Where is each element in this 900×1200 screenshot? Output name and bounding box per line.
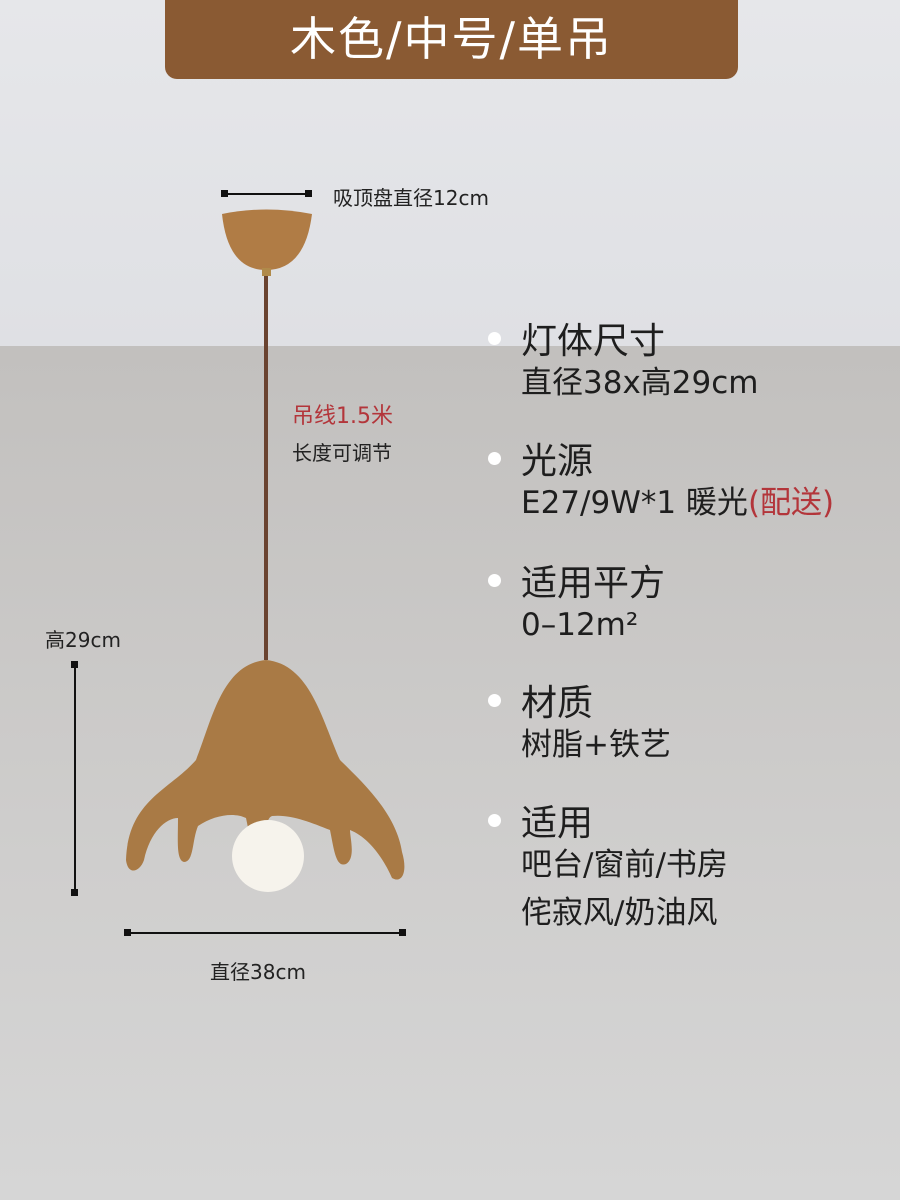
spec-value-highlight: (配送) [747,485,835,521]
canopy-diameter-label: 吸顶盘直径12cm [333,186,489,210]
spec-value-line2: 侘寂风/奶油风 [521,895,718,931]
cord-length-label: 吊线1.5米 [292,404,393,429]
spec-title: 灯体尺寸 [521,321,666,362]
spec-value: 吧台/窗前/书房 [521,847,728,883]
spec-title: 材质 [521,683,594,724]
bullet-icon [488,694,501,707]
diameter-dimension-line [124,929,406,936]
spec-value: 0–12m² [521,607,639,643]
ceiling-canopy [222,209,312,270]
bullet-icon [488,452,501,465]
bullet-icon [488,574,501,587]
light-bulb [232,820,304,892]
spec-value: E27/9W*1 暖光 [521,485,748,521]
spec-title: 适用 [521,803,594,844]
height-label: 高29cm [45,628,121,652]
bullet-icon [488,332,501,345]
wall-background [0,346,900,1200]
height-dimension-line [71,661,78,896]
lamp-shade [126,660,405,880]
spec-value: 树脂+铁艺 [521,727,671,763]
bullet-icon [488,814,501,827]
canopy-dimension-line [221,190,312,197]
cord-adjustable-label: 长度可调节 [292,441,392,465]
spec-title: 适用平方 [521,563,666,604]
diameter-label: 直径38cm [210,960,306,984]
spec-title: 光源 [521,441,594,482]
spec-value: 直径38x高29cm [521,365,759,401]
variant-banner: 木色/中号/单吊 [165,0,738,79]
